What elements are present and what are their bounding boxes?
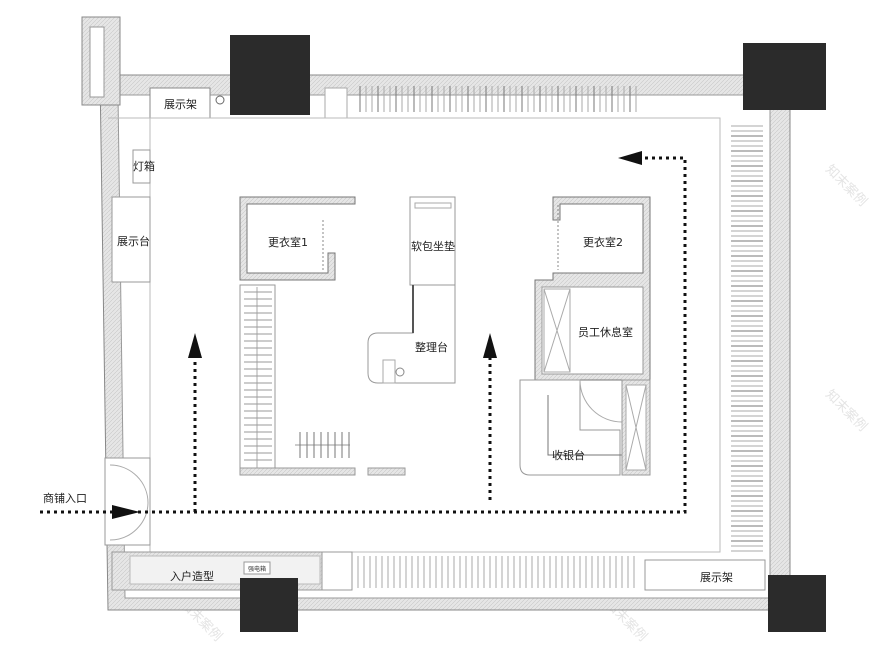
label-cashier: 收银台 — [552, 448, 585, 462]
arrow-right-icon — [112, 505, 140, 519]
structural-column — [240, 578, 298, 632]
svg-text:知末案例: 知末案例 — [822, 387, 870, 435]
label-soft-cushion-seat: 软包坐垫 — [411, 239, 455, 253]
entrance-door — [104, 457, 151, 546]
arrow-up-icon — [188, 333, 202, 358]
label-display-rack-bottom: 展示架 — [700, 571, 733, 584]
structural-column — [743, 43, 826, 110]
arrow-left-icon — [618, 151, 642, 165]
hanging-rack — [295, 432, 350, 458]
label-sorting-table: 整理台 — [415, 340, 448, 354]
label-display-table: 展示台 — [117, 234, 150, 248]
sorting-table — [367, 284, 456, 384]
structural-column — [768, 575, 826, 632]
display-rack-bottom-box — [644, 559, 766, 591]
arrow-up-icon — [483, 333, 497, 358]
svg-text:知末案例: 知末案例 — [822, 162, 870, 210]
light-box — [132, 149, 151, 184]
label-entrance-feature: 入户造型 — [170, 569, 214, 583]
right-shelving — [731, 125, 763, 552]
electrical-box — [243, 561, 271, 575]
display-table — [111, 196, 151, 283]
label-fitting-room-2: 更衣室2 — [583, 235, 623, 249]
fitting-room-1 — [239, 196, 406, 476]
label-electrical-box: 强电箱 — [248, 565, 266, 573]
label-shop-entrance: 商铺入口 — [43, 491, 87, 505]
circulation-path — [40, 156, 687, 514]
structural-column — [230, 35, 310, 115]
label-staff-lounge: 员工休息室 — [578, 325, 633, 339]
bottom-shelving — [357, 556, 635, 588]
soft-cushion-seat — [409, 196, 456, 286]
label-light-box: 灯箱 — [133, 159, 155, 173]
label-display-rack-top: 展示架 — [164, 98, 197, 111]
top-shelving — [359, 86, 637, 112]
cashier-counter — [519, 379, 621, 476]
label-fitting-room-1: 更衣室1 — [268, 235, 308, 249]
